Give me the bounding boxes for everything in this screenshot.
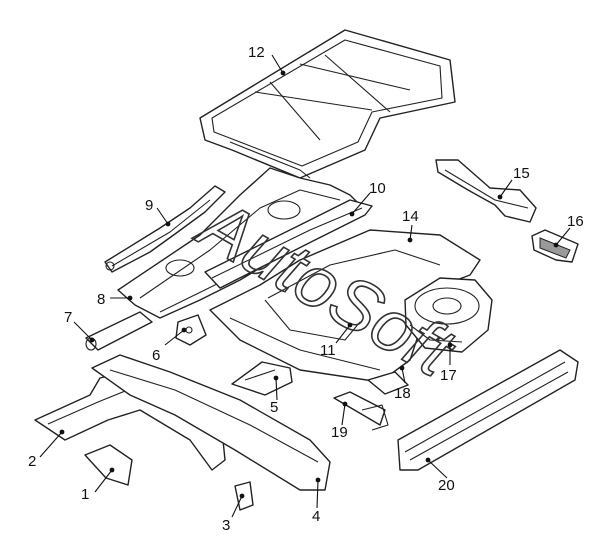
callout-17: 17 [440,367,457,384]
callout-19: 19 [331,424,348,441]
part-7-tube [85,311,153,351]
part-1-bracket [84,444,133,486]
callout-5: 5 [270,399,278,416]
callout-4: 4 [312,508,320,525]
leader-lines [39,54,571,518]
callout-1: 1 [81,486,89,503]
callout-9: 9 [145,197,153,214]
part-6-bracket [175,314,207,346]
callout-11: 11 [320,342,336,359]
part-19-bracket [333,391,389,431]
callout-6: 6 [152,347,160,364]
callout-labels: 1 2 3 4 5 6 7 8 9 10 11 12 14 15 16 17 1… [28,44,584,534]
callout-16: 16 [567,213,584,230]
part-15-rear-rail [435,159,537,223]
part-20-bumper-beam [397,349,579,471]
callout-18: 18 [394,385,411,402]
callout-7: 7 [64,309,72,326]
callout-14: 14 [402,208,419,225]
part-18-bracket [367,371,409,395]
callout-20: 20 [438,477,455,494]
callout-3: 3 [222,517,230,534]
part-5-member [231,361,293,396]
callout-2: 2 [28,453,36,470]
part-9-side-member [104,185,226,273]
part-17-wheel-well [404,277,493,353]
part-4-side-rail [91,354,331,491]
part-10-cross-member [204,199,373,289]
callout-15: 15 [513,165,530,182]
part-12-floor-panel [199,29,456,179]
callout-8: 8 [97,291,105,308]
callout-10: 10 [369,180,386,197]
callout-12: 12 [248,44,265,61]
